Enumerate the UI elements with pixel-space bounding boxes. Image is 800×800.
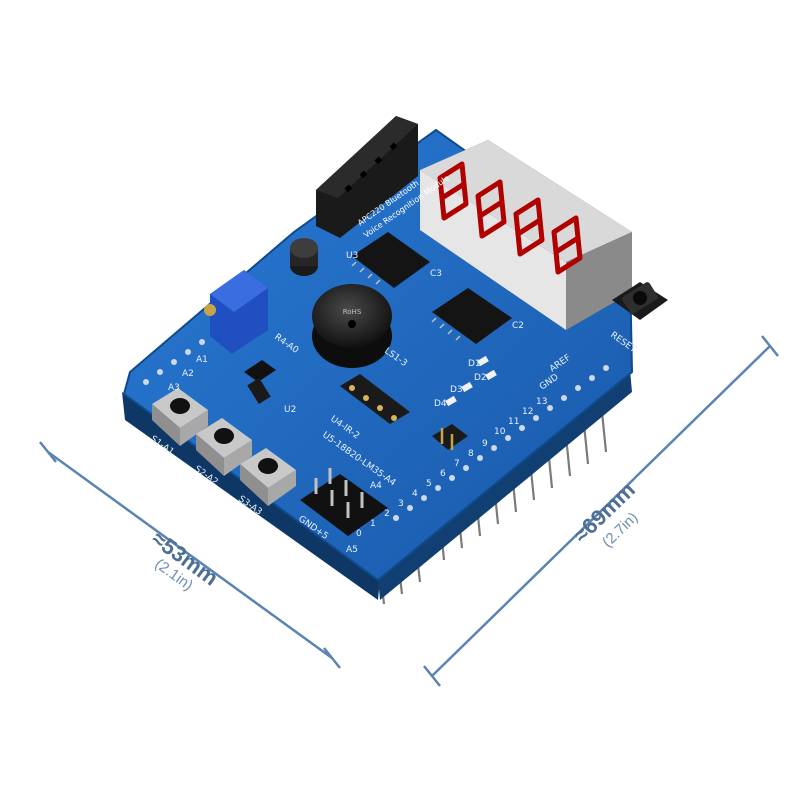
pin-label: 12 — [522, 407, 533, 417]
pin-label: 8 — [468, 449, 474, 459]
cap-label-c2: C2 — [512, 321, 524, 331]
led-label-d3: D3 — [450, 385, 463, 395]
digit-2 — [475, 179, 507, 239]
pin-label: 0 — [356, 529, 362, 539]
left-pin-labels: A1 A2 A3 A4 A5 — [168, 355, 382, 555]
chip-label-u2: U2 — [284, 405, 296, 415]
pin-holes-right — [393, 365, 609, 521]
buzzer: RoHS — [312, 284, 392, 368]
dimension-width — [39, 441, 341, 669]
led-label-d1: D1 — [468, 359, 481, 369]
pin-label: 1 — [370, 519, 376, 529]
ic-chip-u2 — [431, 288, 512, 344]
seven-segment-display — [420, 140, 632, 330]
dimension-height — [423, 335, 779, 687]
potentiometer — [204, 270, 268, 354]
pin-label: 6 — [440, 469, 446, 479]
pin-label: 7 — [454, 459, 460, 469]
pin-label: 3 — [398, 499, 404, 509]
electrolytic-capacitor — [290, 238, 318, 276]
tactile-button-3 — [240, 448, 296, 506]
led-array — [445, 355, 497, 407]
cap-label-c3: C3 — [430, 269, 442, 279]
pin-label: 9 — [482, 439, 488, 449]
digit-1 — [437, 161, 469, 221]
sensor-header — [340, 374, 410, 424]
pcb-edge — [122, 392, 380, 600]
tactile-button-1 — [152, 388, 208, 446]
pin-label: 4 — [412, 489, 418, 499]
digit-4 — [551, 215, 583, 275]
pin-label: 10 — [494, 427, 506, 437]
pin-label: 5 — [426, 479, 432, 489]
pin-label: A4 — [370, 481, 382, 491]
jumper — [244, 360, 276, 405]
pin-label: A1 — [196, 355, 208, 365]
pin-label: A5 — [346, 545, 358, 555]
pin-holes-left — [143, 339, 205, 385]
tactile-button-2 — [196, 418, 252, 476]
buzzer-marking: RoHS — [343, 308, 362, 316]
pin-label: 13 — [536, 397, 547, 407]
pin-header-2x3 — [300, 468, 388, 536]
pcb-edge-right — [378, 370, 632, 600]
ir-header — [432, 424, 468, 450]
led-label-d4: D4 — [434, 399, 447, 409]
ic-chip-u3 — [351, 232, 430, 288]
female-header — [316, 116, 418, 238]
pin-label: 2 — [384, 509, 390, 519]
pin-label: A2 — [182, 369, 194, 379]
chip-label-u3: U3 — [346, 251, 358, 261]
pin-label: 11 — [508, 417, 519, 427]
digit-3 — [513, 197, 545, 257]
led-label-d2: D2 — [474, 373, 487, 383]
reset-button — [612, 282, 668, 320]
pin-label: A3 — [168, 383, 180, 393]
